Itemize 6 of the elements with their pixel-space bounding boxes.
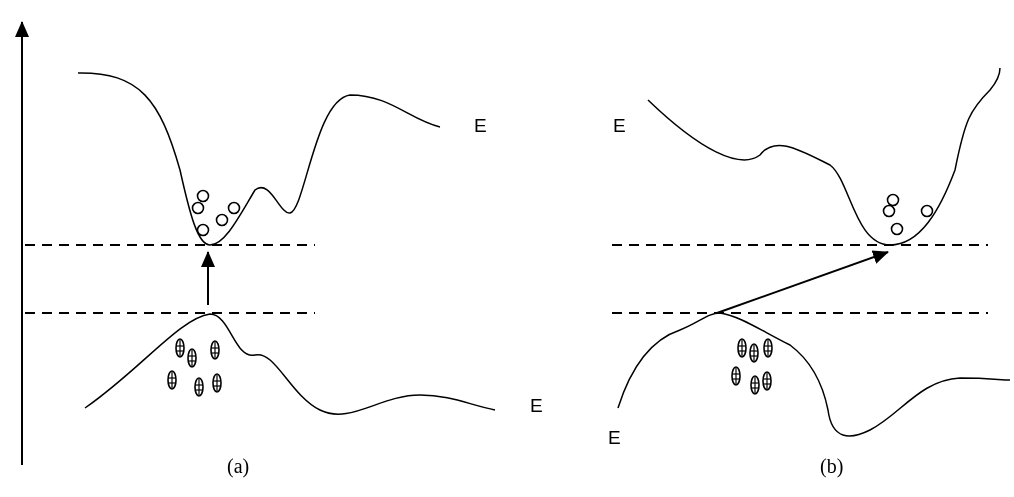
axis-label: E (474, 116, 487, 135)
axis-label: E (613, 116, 626, 135)
axis-label: E (530, 396, 543, 415)
axis-label: (b) (820, 456, 844, 476)
axis-label: (a) (227, 456, 250, 476)
axis-label: E (608, 428, 621, 447)
